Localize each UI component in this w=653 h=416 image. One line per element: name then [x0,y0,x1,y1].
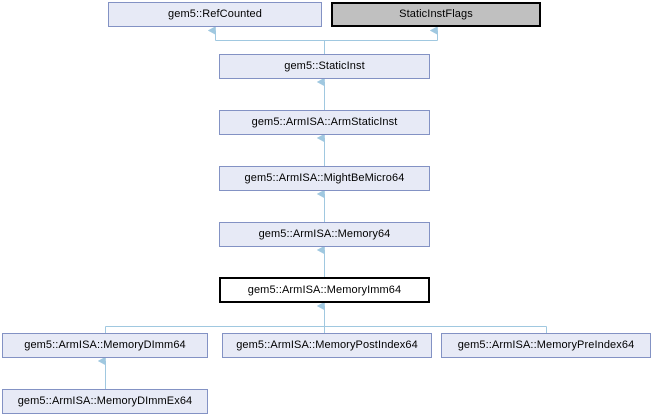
class-node-memory64[interactable]: gem5::ArmISA::Memory64 [219,222,430,247]
class-node-refcounted[interactable]: gem5::RefCounted [108,2,322,27]
class-node-label: gem5::ArmISA::MemoryPreIndex64 [457,339,635,351]
class-node-mightbemicro64[interactable]: gem5::ArmISA::MightBeMicro64 [219,166,430,191]
class-node-memorypreindex64[interactable]: gem5::ArmISA::MemoryPreIndex64 [441,333,651,358]
class-node-memorypostindex64[interactable]: gem5::ArmISA::MemoryPostIndex64 [222,333,432,358]
class-node-armstaticinst[interactable]: gem5::ArmISA::ArmStaticInst [219,110,430,135]
class-node-staticinstflags[interactable]: StaticInstFlags [331,2,541,27]
class-node-label: gem5::StaticInst [284,60,365,72]
class-node-label: gem5::RefCounted [168,8,262,20]
class-node-memorydimmex64[interactable]: gem5::ArmISA::MemoryDImmEx64 [2,389,208,414]
class-node-label: gem5::ArmISA::MightBeMicro64 [244,172,405,184]
class-node-label: gem5::ArmISA::Memory64 [258,228,391,240]
class-node-label: gem5::ArmISA::MemoryPostIndex64 [236,339,418,351]
class-node-label: gem5::ArmISA::MemoryImm64 [247,283,402,296]
class-node-label: gem5::ArmISA::ArmStaticInst [251,116,398,128]
class-node-label: StaticInstFlags [399,8,473,20]
class-node-staticinst[interactable]: gem5::StaticInst [219,54,430,79]
class-node-memorydimm64[interactable]: gem5::ArmISA::MemoryDImm64 [2,333,208,358]
class-node-label: gem5::ArmISA::MemoryDImmEx64 [17,395,193,407]
class-node-memoryimm64[interactable]: gem5::ArmISA::MemoryImm64 [219,277,430,303]
class-node-label: gem5::ArmISA::MemoryDImm64 [24,339,186,351]
